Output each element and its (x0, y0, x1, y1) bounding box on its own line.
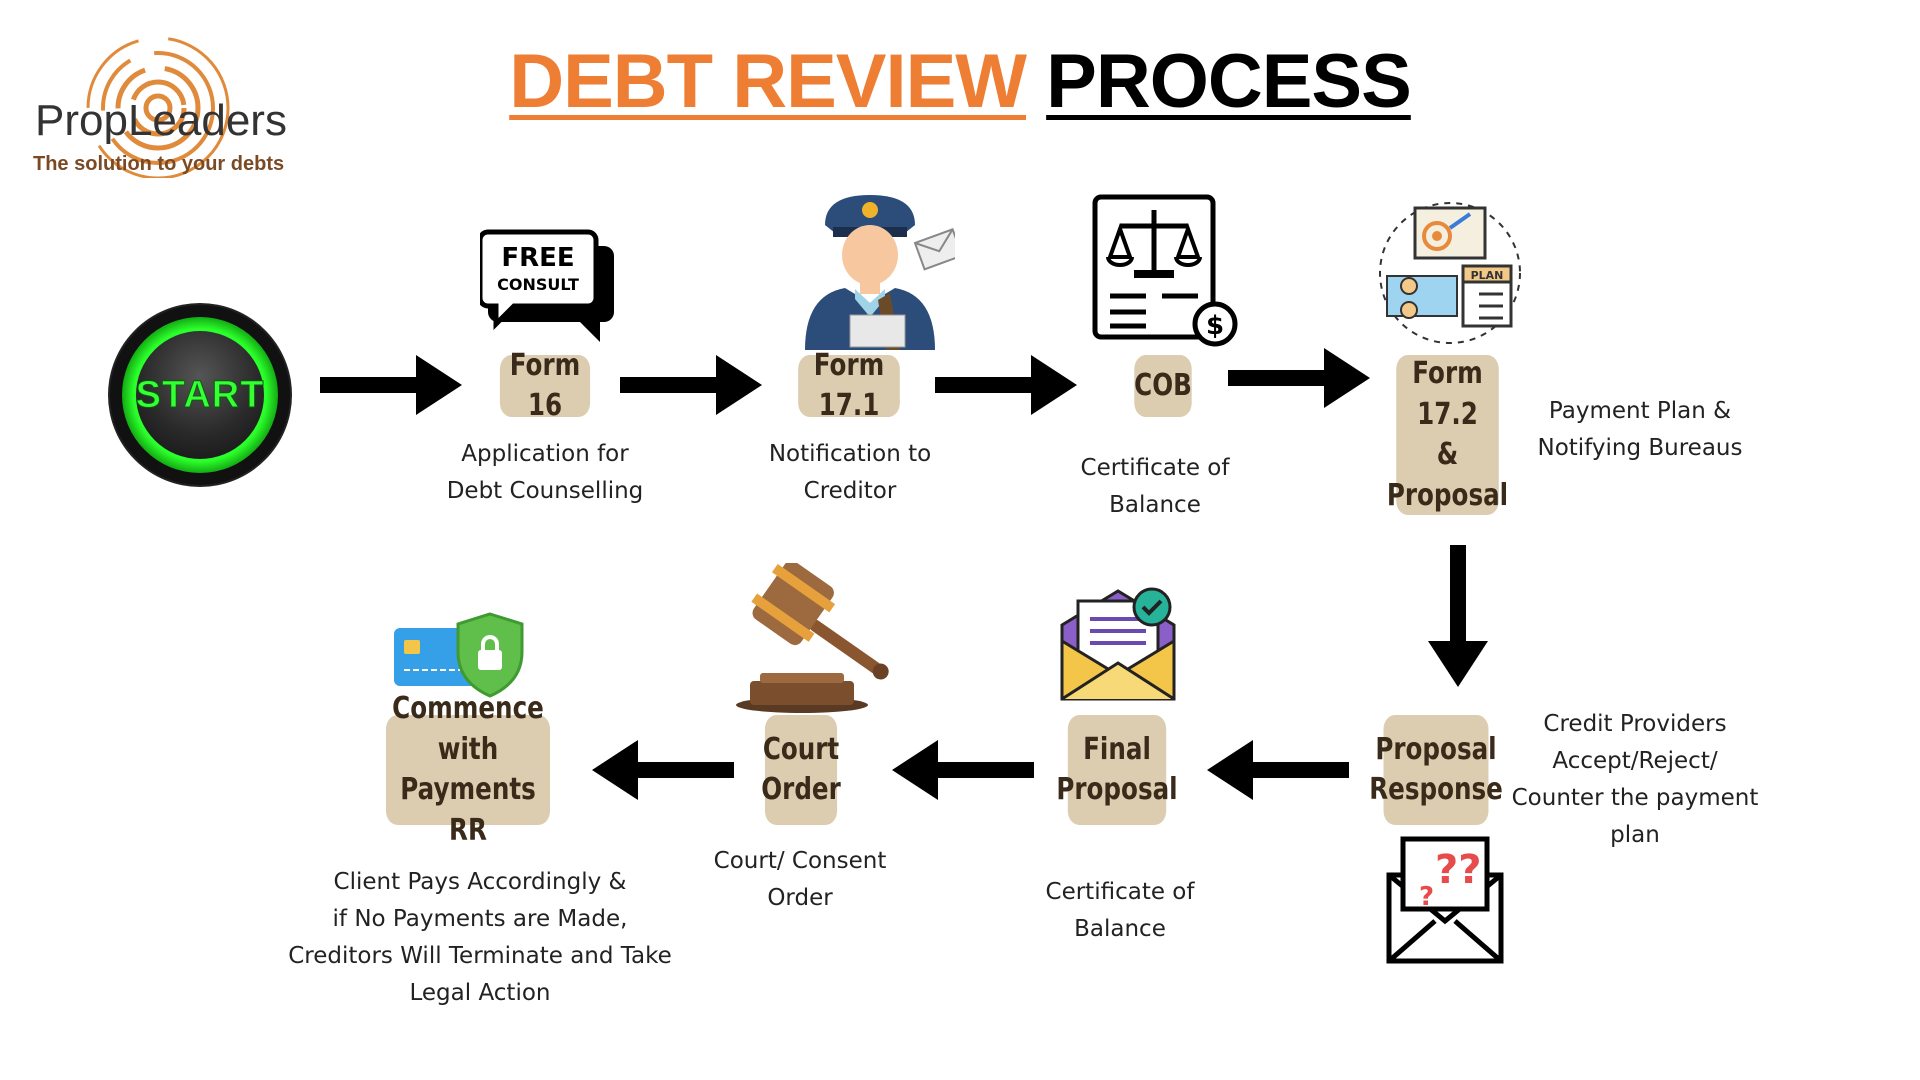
step-label: Proposal (1386, 477, 1509, 513)
step-label: & (1436, 437, 1459, 472)
logo-swirl-icon (80, 28, 230, 178)
step-label: Order (761, 772, 841, 807)
step-proposal-response: Proposal Response (1369, 715, 1503, 825)
caption-form-17-1: Notification to Creditor (768, 441, 932, 504)
caption-proposal-response: Credit Providers Accept/Reject/ Counter … (1511, 711, 1759, 848)
plan-icon: PLAN (1375, 198, 1525, 348)
step-label: Form 17.1 (813, 347, 885, 424)
step-label: Final (1083, 731, 1151, 767)
step-label: Court (762, 731, 840, 767)
free-consult-word-2: CONSULT (497, 275, 579, 294)
arrow-right-icon (320, 350, 462, 420)
caption-form-17-2: Payment Plan & Notifying Bureaus (1537, 398, 1743, 461)
page-title: DEBT REVIEW PROCESS (0, 44, 1920, 120)
svg-text:$: $ (1206, 311, 1224, 341)
step-label: COB (1134, 367, 1192, 403)
step-label: Form 16 (509, 347, 581, 424)
arrow-right-icon (935, 350, 1077, 420)
arrow-left-icon (892, 735, 1034, 805)
secure-payment-icon (390, 610, 530, 700)
logo-name: PropLeaders (35, 96, 287, 145)
caption-commence-payments: Client Pays Accordingly & if No Payments… (288, 869, 672, 1006)
free-consult-word-1: FREE (501, 243, 574, 273)
step-label: Response (1369, 772, 1503, 807)
step-final-proposal: Final Proposal (1056, 715, 1178, 825)
logo-tagline: The solution to your debts (33, 153, 285, 175)
svg-text:??: ?? (1435, 847, 1481, 893)
caption-form-16: Application for Debt Counselling (446, 441, 644, 504)
svg-text:?: ? (1419, 882, 1434, 912)
start-button-face[interactable]: START (135, 331, 265, 459)
title-part-1: DEBT REVIEW (509, 39, 1027, 124)
letter-check-icon (1058, 585, 1178, 705)
arrow-left-icon (592, 735, 734, 805)
step-form-16: Form 16 (499, 348, 591, 423)
step-cob: COB (1134, 355, 1192, 417)
caption-court-order: Court/ Consent Order (713, 848, 887, 911)
caption-cob: Certificate of Balance (1080, 455, 1230, 518)
plan-label: PLAN (1471, 269, 1504, 282)
step-form-17-2-proposal: Form 17.2 & Proposal (1387, 355, 1508, 515)
step-court-order: Court Order (761, 715, 841, 825)
step-label: Proposal (1056, 772, 1178, 807)
start-label: START (135, 373, 265, 416)
step-label: Commence with (392, 691, 544, 767)
gavel-icon (730, 563, 895, 713)
arrow-left-icon (1207, 735, 1349, 805)
caption-final-proposal: Certificate of Balance (1045, 879, 1195, 942)
balance-certificate-icon: $ (1090, 192, 1240, 352)
arrow-down-icon (1423, 545, 1493, 687)
step-label: Payments RR (400, 772, 536, 848)
postman-icon (795, 165, 955, 350)
question-envelope-icon: ? ?? (1385, 835, 1505, 965)
step-commence-payments: Commence with Payments RR (386, 691, 550, 848)
free-consult-icon: FREE CONSULT (480, 228, 620, 348)
arrow-right-icon (620, 350, 762, 420)
step-label: Form 17.2 (1412, 356, 1483, 432)
arrow-right-icon (1228, 343, 1370, 413)
title-part-2: PROCESS (1046, 39, 1412, 124)
step-label: Proposal (1375, 731, 1497, 767)
step-form-17-1: Form 17.1 (798, 348, 900, 423)
